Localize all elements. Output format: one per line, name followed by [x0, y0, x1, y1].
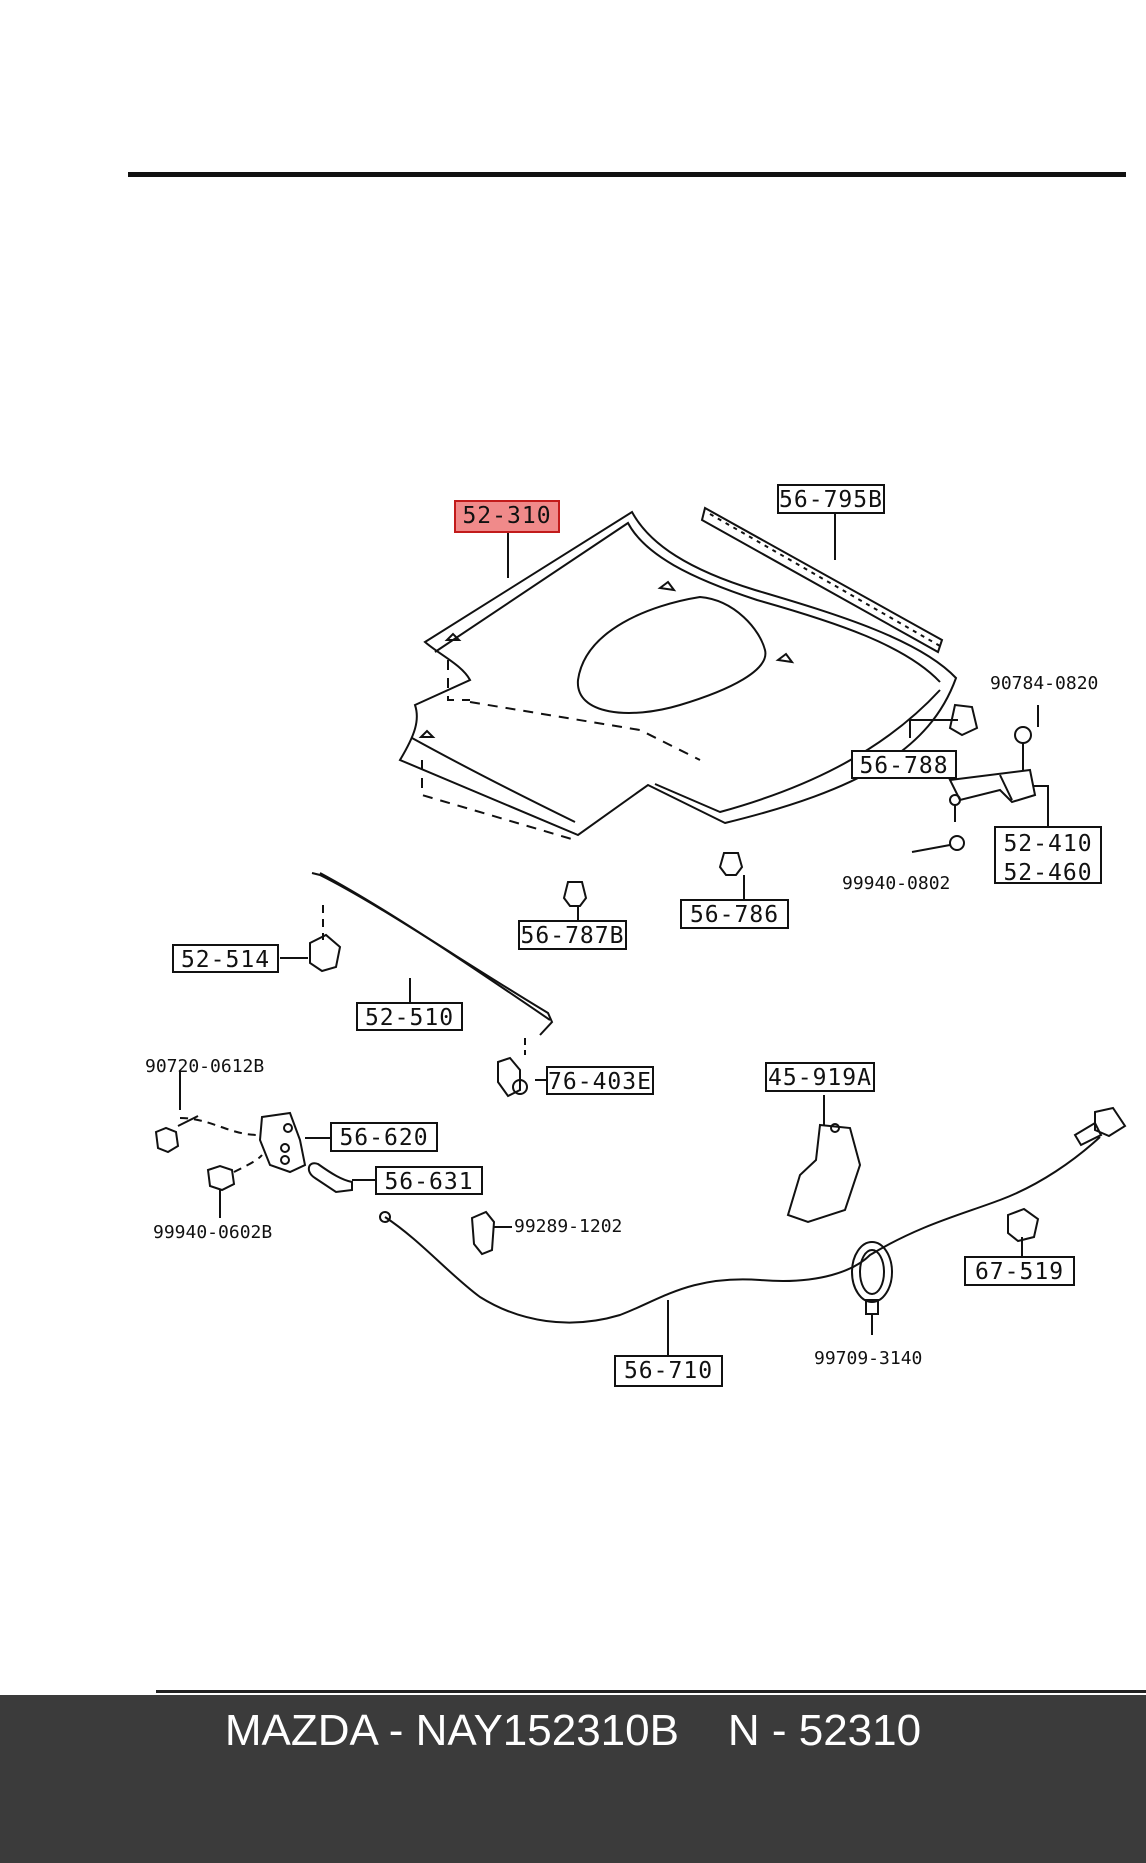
callout-52-460: 52-460	[1003, 859, 1093, 886]
footer-part-label: MAZDA - NAY152310B N - 52310	[224, 1706, 922, 1755]
callout-56-795B[interactable]: 56-795B	[777, 484, 885, 514]
bump-stop-786	[718, 852, 744, 876]
callout-56-788[interactable]: 56-788	[851, 750, 957, 779]
callout-52-510[interactable]: 52-510	[356, 1002, 463, 1031]
latch-bolt	[154, 1126, 180, 1154]
rod-grommet	[497, 1056, 521, 1098]
callout-45-919A[interactable]: 45-919A	[765, 1062, 875, 1092]
part-99940-0602B: 99940-0602B	[153, 1222, 273, 1243]
top-rule	[128, 172, 1126, 177]
footer-bar	[0, 1695, 1146, 1863]
hood-scoop	[576, 595, 767, 714]
callout-52-410-460[interactable]: 52-410 52-460	[994, 826, 1102, 886]
hood-assembly-diagram	[154, 505, 1127, 1366]
callout-56-631[interactable]: 56-631	[375, 1166, 483, 1195]
hood-panel	[398, 510, 958, 837]
callout-76-403E[interactable]: 76-403E	[546, 1066, 654, 1095]
cable-clip	[470, 1210, 496, 1256]
hinge-bracket	[948, 703, 979, 737]
rod-holder	[309, 933, 342, 973]
part-90784-0820: 90784-0820	[990, 673, 1099, 694]
cable-connector	[1094, 1106, 1127, 1138]
callout-52-310[interactable]: 52-310	[454, 500, 560, 533]
hood-hinge	[948, 768, 1037, 804]
cable-grommet	[851, 1241, 893, 1303]
callout-52-410: 52-410	[1003, 831, 1093, 857]
part-99940-0802: 99940-0802	[842, 873, 951, 894]
latch-nut	[206, 1164, 236, 1192]
part-99289-1202: 99289-1202	[514, 1216, 623, 1237]
hood-latch	[258, 1111, 307, 1174]
callout-67-519[interactable]: 67-519	[964, 1256, 1075, 1286]
callout-56-787B[interactable]: 56-787B	[518, 920, 627, 950]
release-cable	[384, 1136, 1101, 1324]
callout-56-620[interactable]: 56-620	[330, 1122, 438, 1152]
latch-clip	[307, 1162, 353, 1194]
cable-stay	[1007, 1207, 1040, 1243]
bump-stop-787B	[562, 881, 588, 907]
part-90720-0612B: 90720-0612B	[145, 1056, 265, 1077]
part-99709-3140: 99709-3140	[814, 1348, 923, 1369]
callout-52-514[interactable]: 52-514	[172, 944, 279, 973]
weatherstrip	[700, 506, 944, 654]
callout-56-710[interactable]: 56-710	[614, 1355, 723, 1387]
callout-56-786[interactable]: 56-786	[680, 899, 789, 929]
release-handle	[786, 1123, 862, 1224]
footer-rule	[156, 1690, 1146, 1693]
